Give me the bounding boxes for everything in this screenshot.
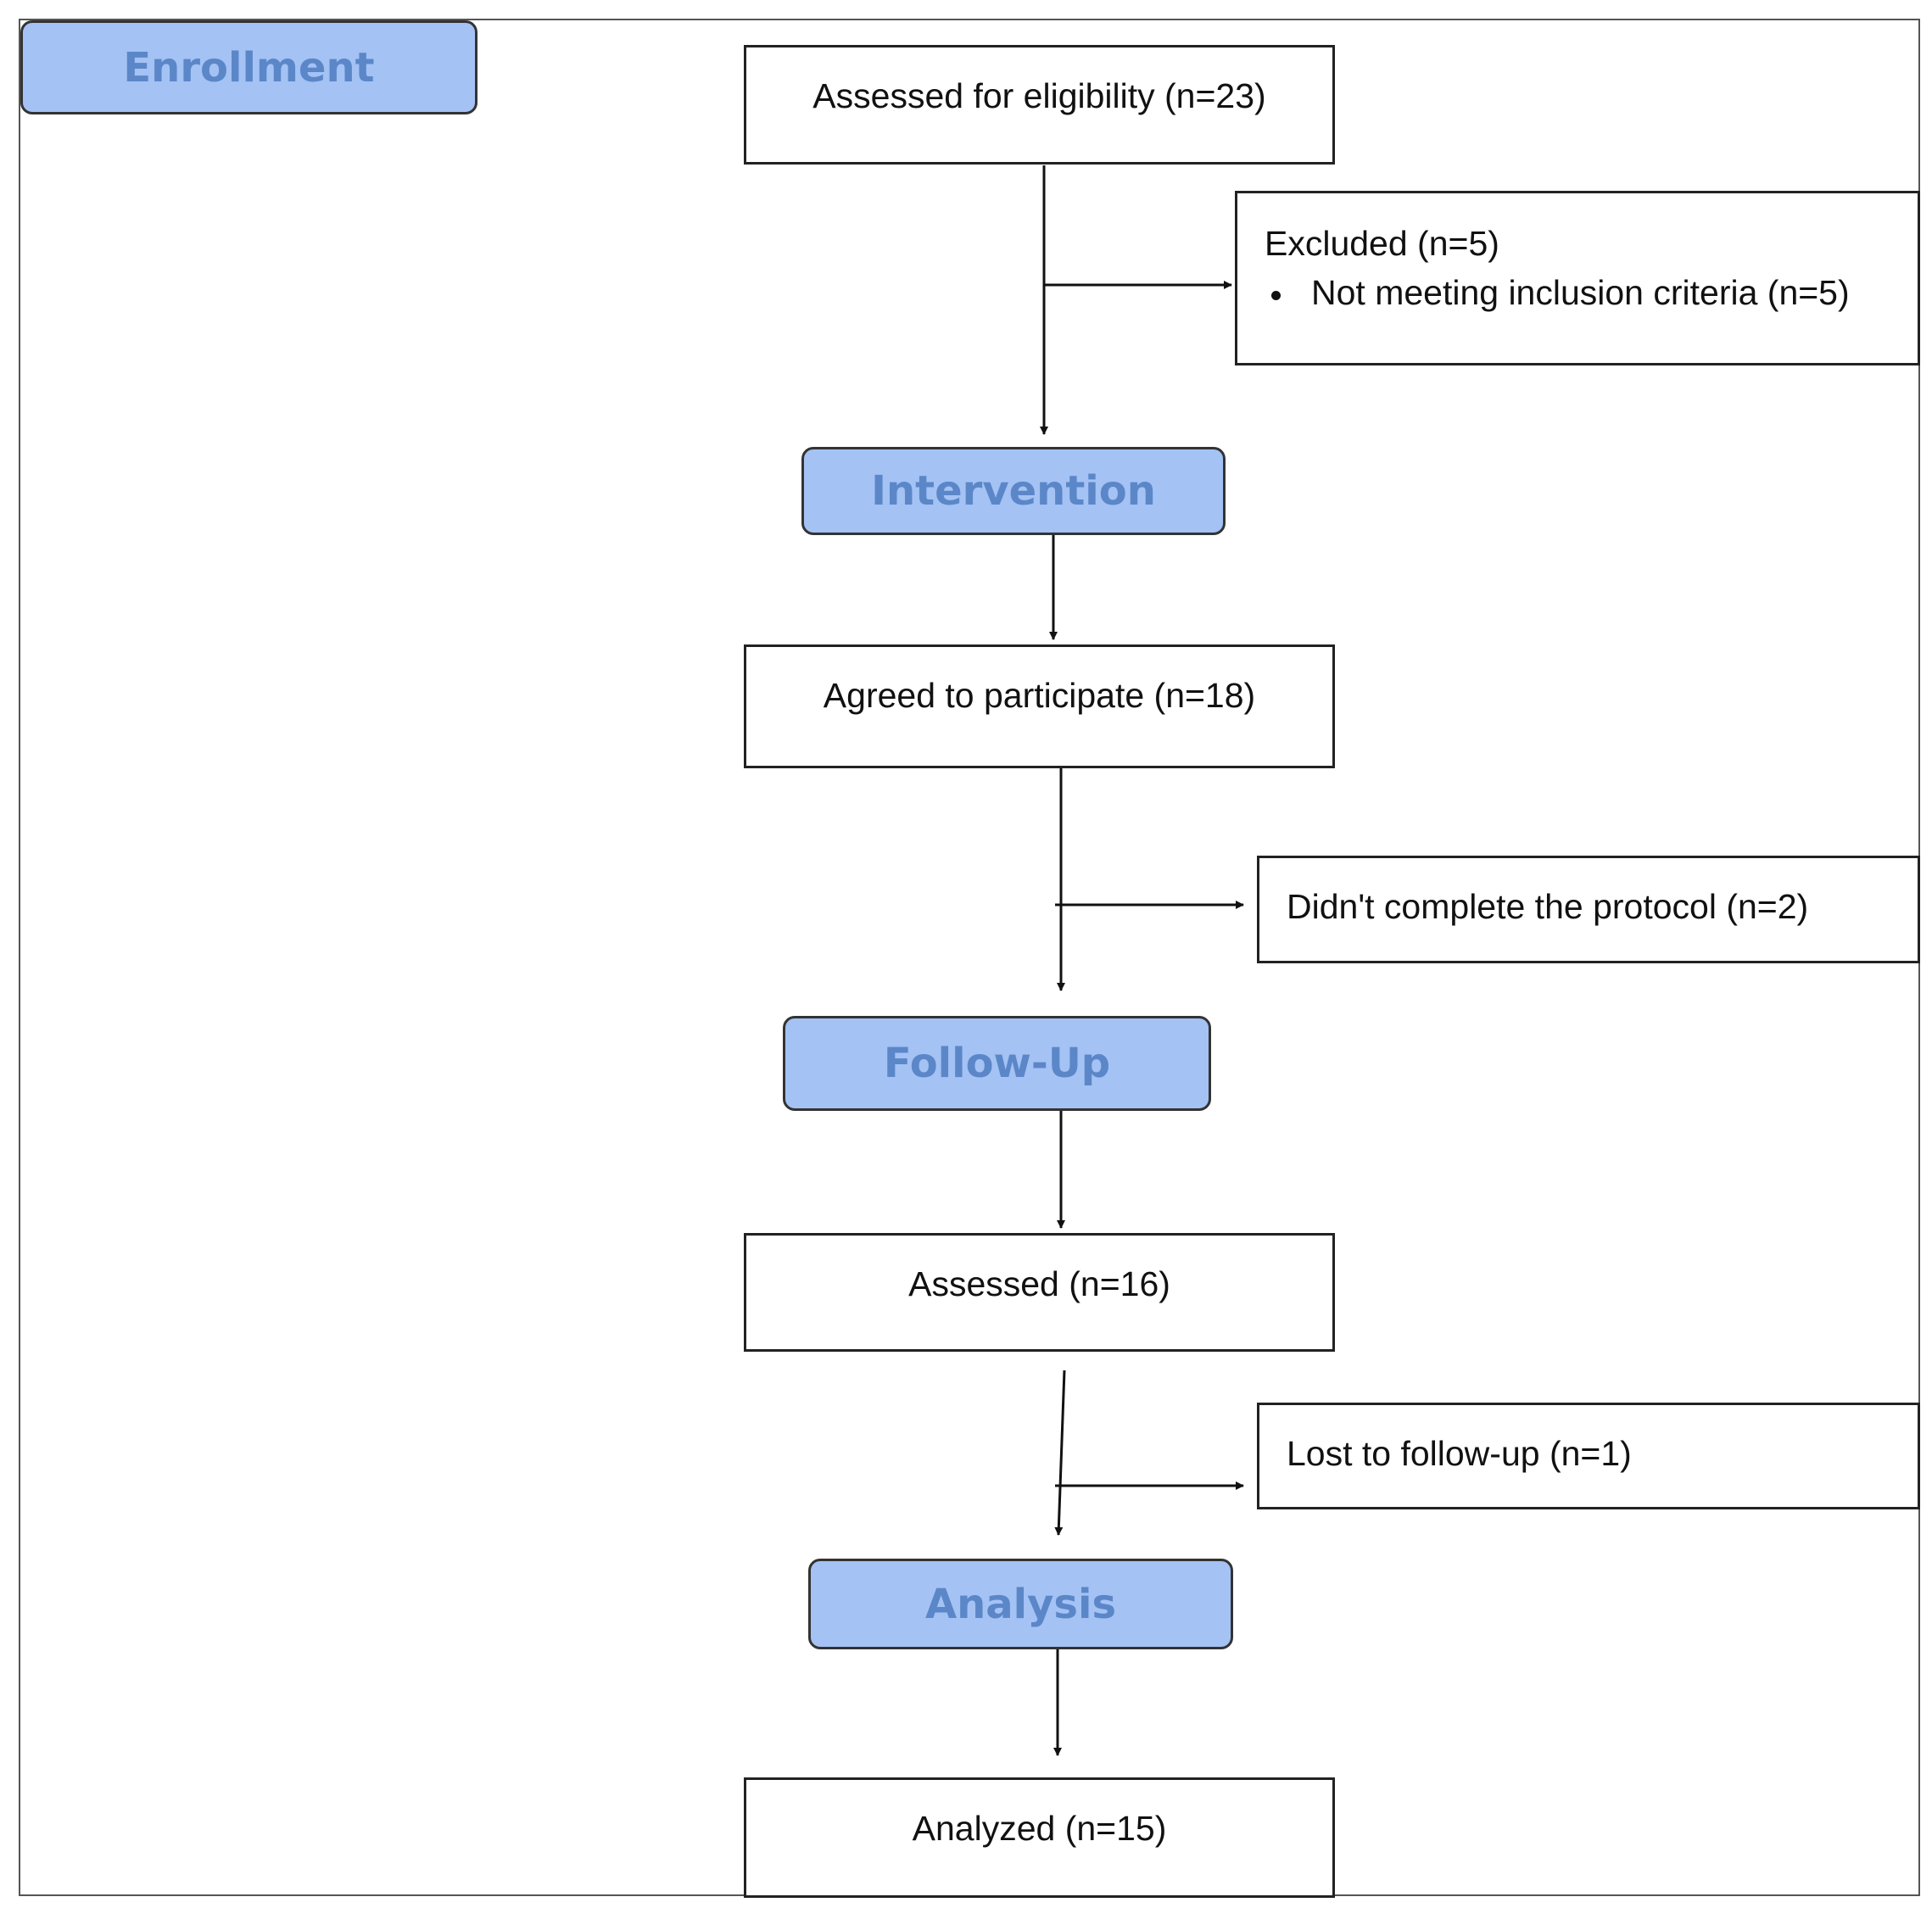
box-didnt-complete: Didn't complete the protocol (n=2): [1257, 856, 1920, 963]
bullet-icon: [1271, 290, 1281, 300]
excluded-reason-item: Not meeting inclusion criteria (n=5): [1265, 273, 1850, 313]
box-lost-text: Lost to follow-up (n=1): [1287, 1434, 1632, 1473]
box-excluded-title: Excluded (n=5): [1265, 224, 1499, 263]
box-excluded: Excluded (n=5) Not meeting inclusion cri…: [1235, 191, 1920, 365]
box-assessed-eligibility: Assessed for eligibility (n=23): [744, 45, 1335, 165]
box-assessed-text: Assessed (n=16): [908, 1264, 1170, 1303]
arrow-assessed-to-analysis: [1054, 1370, 1066, 1536]
stage-intervention: Intervention: [801, 447, 1226, 535]
box-agreed: Agreed to participate (n=18): [744, 644, 1335, 768]
stage-enrollment: Enrollment: [20, 20, 477, 114]
stage-enrollment-label: Enrollment: [123, 43, 375, 92]
excluded-reason-text: Not meeting inclusion criteria (n=5): [1311, 273, 1850, 312]
stage-analysis-label: Analysis: [924, 1580, 1117, 1628]
box-lost: Lost to follow-up (n=1): [1257, 1403, 1920, 1509]
box-assessed-eligibility-text: Assessed for eligibility (n=23): [812, 76, 1266, 115]
box-assessed: Assessed (n=16): [744, 1233, 1335, 1352]
box-agreed-text: Agreed to participate (n=18): [823, 676, 1256, 715]
stage-follow-up: Follow-Up: [783, 1016, 1211, 1111]
stage-intervention-label: Intervention: [871, 467, 1156, 515]
box-didnt-complete-text: Didn't complete the protocol (n=2): [1287, 887, 1809, 926]
box-analyzed: Analyzed (n=15): [744, 1777, 1335, 1898]
stage-follow-up-label: Follow-Up: [883, 1040, 1111, 1087]
stage-analysis: Analysis: [808, 1559, 1233, 1649]
box-analyzed-text: Analyzed (n=15): [912, 1809, 1167, 1848]
